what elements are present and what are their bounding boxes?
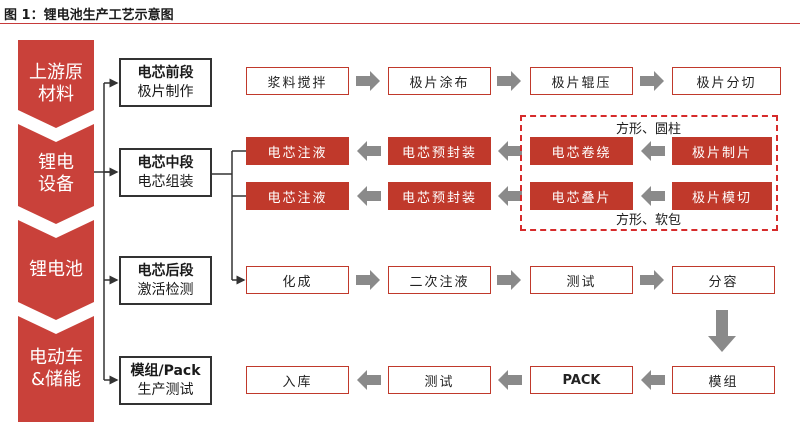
arrow-left bbox=[357, 186, 381, 206]
arrow-left bbox=[641, 186, 665, 206]
note-wound: 方形、圆柱 bbox=[616, 122, 682, 137]
chain-step-battery: 锂电池 bbox=[18, 220, 94, 320]
stage-back: 电芯后段激活检测 bbox=[119, 256, 212, 305]
process-pre-sealing: 电芯预封装 bbox=[388, 182, 491, 210]
chevron-shape bbox=[18, 220, 94, 320]
arrow-left bbox=[357, 141, 381, 161]
process-winding: 电芯卷绕 bbox=[530, 137, 633, 165]
process-formation: 化成 bbox=[246, 266, 349, 294]
stage-front: 电芯前段极片制作 bbox=[119, 58, 212, 107]
arrow-left bbox=[357, 370, 381, 390]
process-testing: 测试 bbox=[530, 266, 633, 294]
arrow-left bbox=[498, 186, 522, 206]
arrow-right bbox=[497, 270, 521, 290]
process-coating: 极片涂布 bbox=[388, 67, 491, 95]
arrow-right bbox=[640, 71, 664, 91]
stage-head: 电芯前段 bbox=[137, 64, 194, 81]
flow-arrows bbox=[356, 71, 736, 390]
stage-mid: 电芯中段电芯组装 bbox=[119, 148, 212, 197]
arrow-left bbox=[498, 141, 522, 161]
process-slurry-mixing: 浆料搅拌 bbox=[246, 67, 349, 95]
stage-sub: 电芯组装 bbox=[137, 173, 194, 190]
process-electrolyte-filling: 电芯注液 bbox=[246, 137, 349, 165]
arrow-down bbox=[708, 310, 736, 352]
process-secondary-filling: 二次注液 bbox=[388, 266, 491, 294]
stage-head: 模组/Pack bbox=[130, 362, 201, 379]
stage-head: 电芯中段 bbox=[137, 154, 194, 171]
wound-stacked-highlight bbox=[520, 115, 778, 231]
chain-to-stage-connectors bbox=[94, 78, 119, 385]
process-calendering: 极片辊压 bbox=[530, 67, 633, 95]
process-pack-testing: 测试 bbox=[388, 366, 491, 394]
note-stacked: 方形、软包 bbox=[616, 213, 682, 228]
process-grading: 分容 bbox=[672, 266, 775, 294]
process-module: 模组 bbox=[672, 366, 775, 394]
chain-step-equipment: 锂电 设备 bbox=[18, 124, 94, 224]
process-pack: PACK bbox=[530, 366, 633, 394]
arrow-left bbox=[498, 370, 522, 390]
arrow-right bbox=[356, 71, 380, 91]
chain-step-ev-storage: 电动车 &储能 bbox=[18, 316, 94, 422]
stage-sub: 生产测试 bbox=[137, 381, 194, 398]
arrow-right bbox=[356, 270, 380, 290]
stage-sub: 激活检测 bbox=[137, 281, 194, 298]
process-stacking: 电芯叠片 bbox=[530, 182, 633, 210]
chain-label: 上游原 材料 bbox=[29, 62, 83, 105]
process-warehousing: 入库 bbox=[246, 366, 349, 394]
figure-title: 图 1：锂电池生产工艺示意图 bbox=[4, 8, 174, 23]
chevron-shape bbox=[18, 124, 94, 224]
process-electrolyte-filling: 电芯注液 bbox=[246, 182, 349, 210]
arrow-right bbox=[640, 270, 664, 290]
process-die-cutting: 极片模切 bbox=[672, 182, 772, 210]
chain-label: 锂电 设备 bbox=[38, 152, 74, 195]
chevron-shape bbox=[18, 40, 94, 128]
process-pre-sealing: 电芯预封装 bbox=[388, 137, 491, 165]
title-rule bbox=[0, 23, 800, 24]
chain-label: 电动车 &储能 bbox=[29, 347, 83, 390]
process-slitting: 极片分切 bbox=[672, 67, 781, 95]
arrow-left bbox=[641, 370, 665, 390]
mid-stage-connectors bbox=[212, 150, 246, 285]
chain-step-raw-materials: 上游原 材料 bbox=[18, 40, 94, 128]
arrow-right bbox=[497, 71, 521, 91]
chevron-shape bbox=[18, 316, 94, 422]
process-tab-making: 极片制片 bbox=[672, 137, 772, 165]
stage-pack: 模组/Pack 生产测试 bbox=[119, 356, 212, 405]
arrow-left bbox=[641, 141, 665, 161]
stage-head: 电芯后段 bbox=[137, 262, 194, 279]
stage-sub: 极片制作 bbox=[137, 83, 194, 100]
chain-label: 锂电池 bbox=[29, 259, 83, 280]
